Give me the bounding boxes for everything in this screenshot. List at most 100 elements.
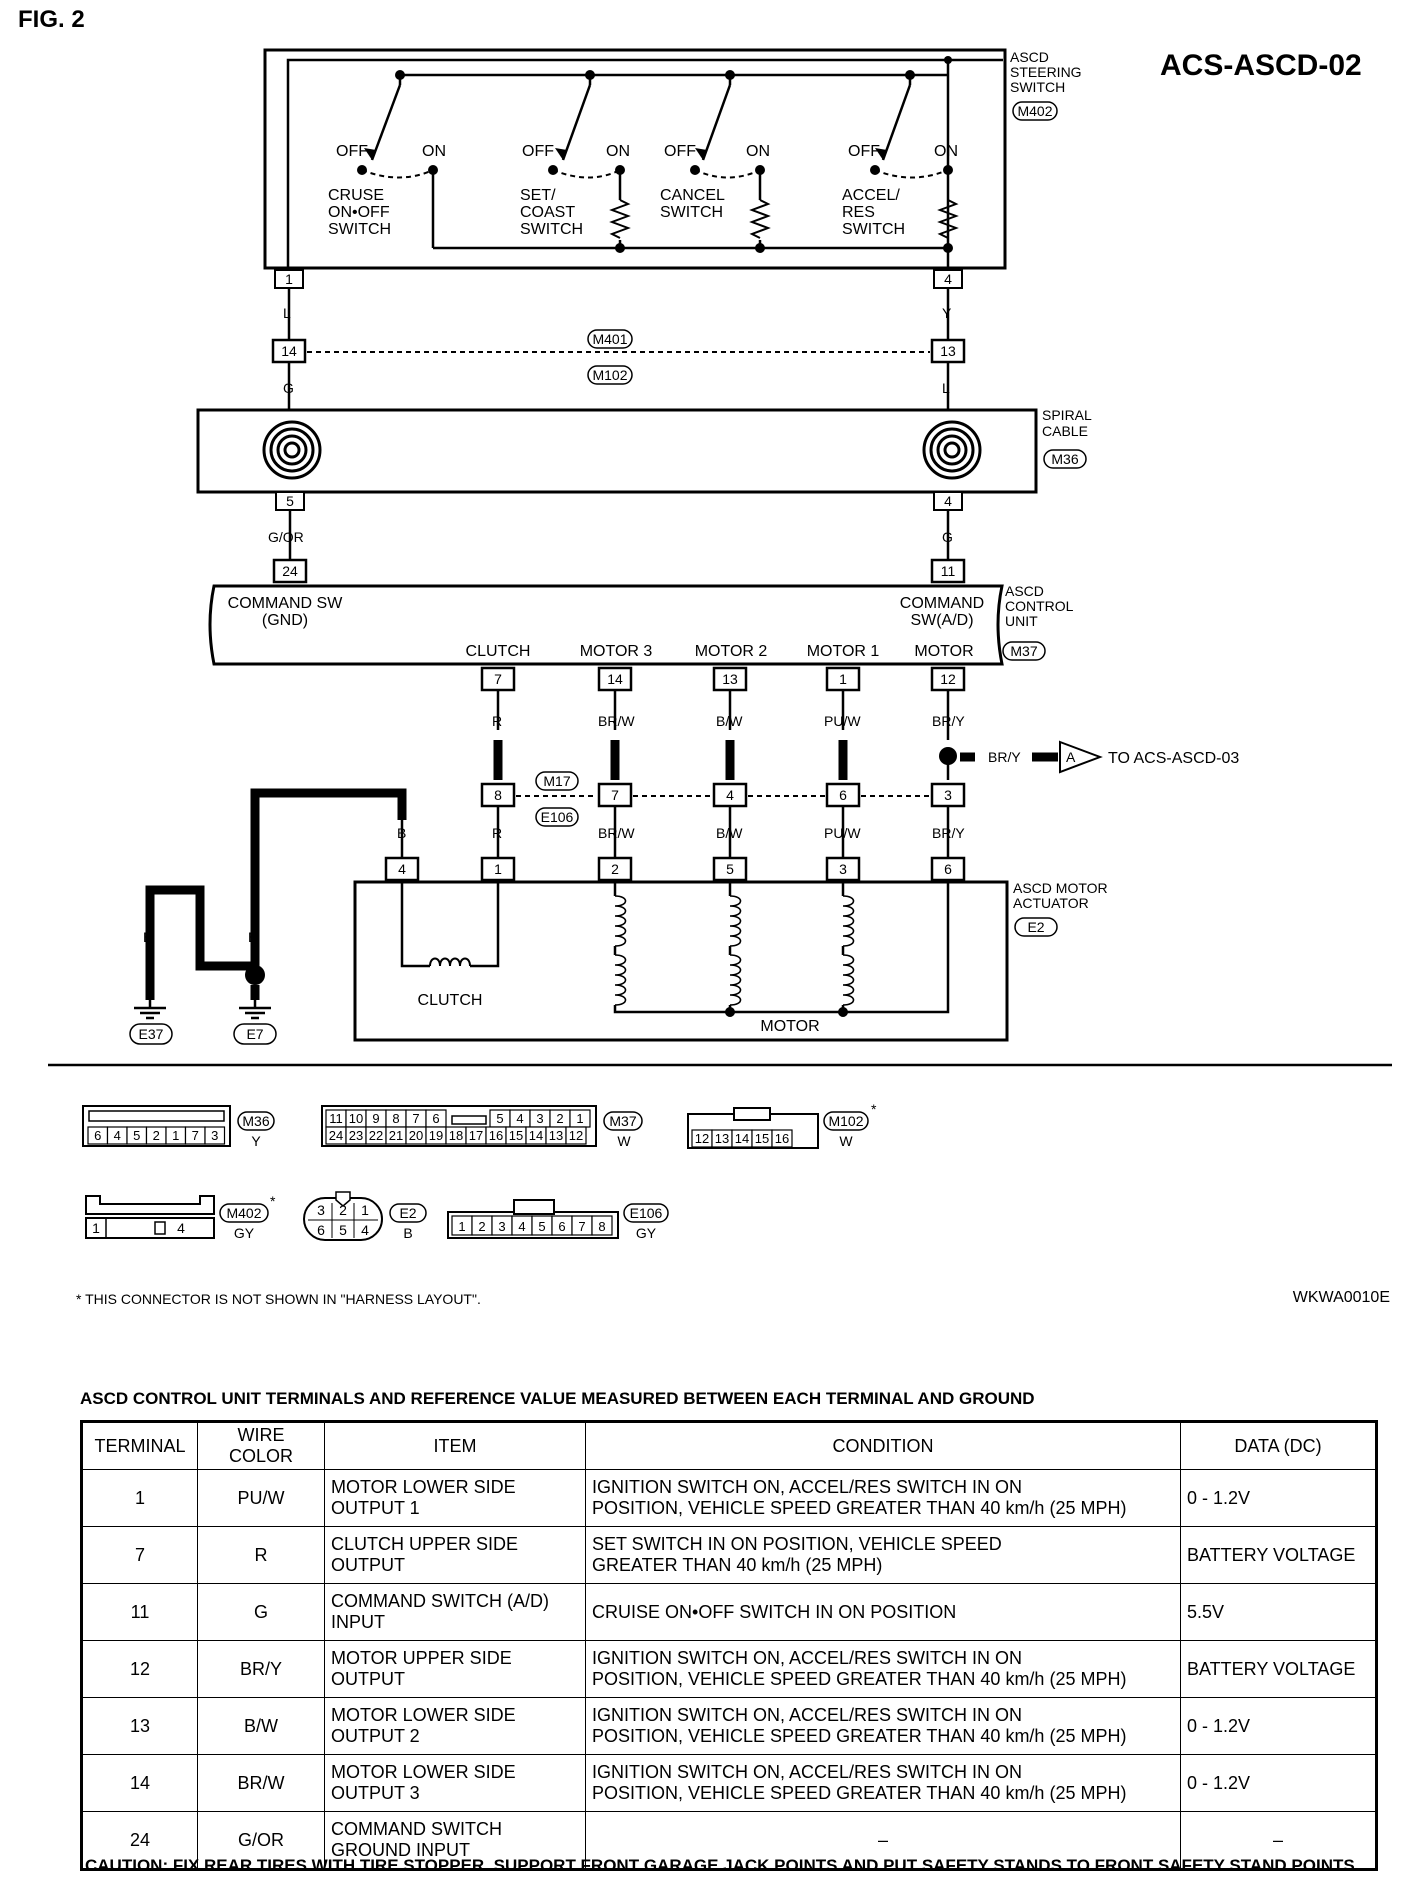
wire-g-1: G <box>283 380 294 396</box>
image-code: WKWA0010E <box>1293 1289 1390 1306</box>
cell-terminal: 13 <box>81 1697 198 1755</box>
wire-b-1: B <box>397 825 406 841</box>
m36-pin-cell <box>204 1126 226 1145</box>
wire-gor: G/OR <box>268 529 304 545</box>
cell-wire-color-line: PU/W <box>237 1487 285 1508</box>
code-m17: M17 <box>543 773 570 789</box>
m402-pin-4: 4 <box>177 1220 185 1236</box>
diagram-code: ACS-ASCD-02 <box>1160 49 1362 82</box>
cell-item-line: MOTOR LOWER SIDE <box>331 1762 516 1782</box>
cell-terminal-line: 13 <box>129 1715 151 1736</box>
m102-pin-13: 13 <box>715 1131 729 1146</box>
switch2-name-1: SET/ <box>520 187 556 204</box>
m36-pin-5: 5 <box>133 1128 140 1143</box>
th-data: DATA (DC) <box>1180 1421 1377 1470</box>
m37-bottom-pin-16: 16 <box>489 1128 503 1143</box>
m37-top-pin-9: 9 <box>372 1111 379 1126</box>
wire-l-2: L <box>942 380 950 396</box>
cell-wire-color: B/W <box>197 1697 325 1755</box>
cell-wire-color-line: BR/W <box>237 1772 285 1793</box>
steering-switch-name-1: ASCD <box>1010 49 1049 65</box>
wire-b-3: B <box>195 929 204 945</box>
cell-wire-color-line: G/OR <box>237 1829 284 1850</box>
cu-connector: M37 <box>1010 643 1037 659</box>
cell-wire-color: G/OR <box>197 1811 325 1870</box>
cell-data: BATTERY VOLTAGE <box>1180 1526 1377 1584</box>
cell-condition-line: IGNITION SWITCH ON, ACCEL/RES SWITCH IN … <box>592 1477 1023 1497</box>
connector-m402: 1 4 M402 * GY <box>85 1193 276 1241</box>
m37-bottom-pin-24: 24 <box>329 1128 343 1143</box>
wire-g-2: G <box>942 529 953 545</box>
cell-wire-color: G <box>197 1583 325 1641</box>
m37-top-pin-1: 1 <box>576 1111 583 1126</box>
cu-name-1: ASCD <box>1005 583 1044 599</box>
cu-right-label-2: SW(A/D) <box>910 612 973 629</box>
wire-brw-2: BR/W <box>598 825 635 841</box>
cell-data-line: BATTERY VOLTAGE <box>1187 1658 1356 1679</box>
wire-brw-1: BR/W <box>598 713 635 729</box>
actuator-name-1: ASCD MOTOR <box>1013 880 1108 896</box>
cell-item-line: OUTPUT 1 <box>331 1498 420 1518</box>
cell-condition-line: GREATER THAN 40 km/h (25 MPH) <box>592 1555 883 1575</box>
table-header-row: TERMINAL WIRE COLOR ITEM CONDITION DATA … <box>81 1421 1377 1470</box>
pin-e2-3: 3 <box>839 861 847 877</box>
m37-bottom-pin-17: 17 <box>469 1128 483 1143</box>
switch2-on: ON <box>606 143 630 160</box>
pin-m401-13: 13 <box>940 343 956 359</box>
wire-l-1: L <box>283 305 291 321</box>
cell-item-line: INPUT <box>331 1612 385 1632</box>
e106-pin-2: 2 <box>478 1219 485 1234</box>
m37-top-pin-2: 2 <box>556 1111 563 1126</box>
cell-wire-color-line: G <box>253 1601 268 1622</box>
pin-cu-14: 14 <box>607 671 623 687</box>
switch4-off: OFF <box>848 143 880 160</box>
m37-code: M37 <box>609 1113 636 1129</box>
m37-bottom-pin-15: 15 <box>509 1128 523 1143</box>
cell-condition: IGNITION SWITCH ON, ACCEL/RES SWITCH IN … <box>585 1640 1181 1698</box>
pin-m401-14: 14 <box>281 343 297 359</box>
cu-output-pins: 7 14 13 1 12 <box>480 666 966 692</box>
m37-top-pin-10: 10 <box>349 1111 363 1126</box>
terminal-reference-table: TERMINAL WIRE COLOR ITEM CONDITION DATA … <box>80 1420 1378 1871</box>
steering-switch-name-3: SWITCH <box>1010 79 1065 95</box>
wire-bry-1: BR/Y <box>932 713 965 729</box>
m36-pin-3: 3 <box>211 1128 218 1143</box>
m36-color: Y <box>251 1133 261 1149</box>
switch2-name-2: COAST <box>520 204 575 221</box>
actuator-name-2: ACTUATOR <box>1013 895 1089 911</box>
e2-top-2: 2 <box>339 1202 347 1218</box>
cell-terminal: 7 <box>81 1526 198 1584</box>
grounds: B B B E37 E7 <box>129 885 277 1045</box>
spiral-right <box>922 420 982 480</box>
cell-condition-line: IGNITION SWITCH ON, ACCEL/RES SWITCH IN … <box>592 1762 1023 1782</box>
wire-r-1: R <box>492 713 502 729</box>
switch1-name-1: CRUSE <box>328 187 384 204</box>
e106-pin-7: 7 <box>578 1219 585 1234</box>
cell-condition-line: POSITION, VEHICLE SPEED GREATER THAN 40 … <box>592 1669 1127 1689</box>
code-e106: E106 <box>541 809 574 825</box>
switch4-name-2: RES <box>842 204 875 221</box>
branch-wire: BR/Y <box>988 749 1021 765</box>
pin-cu-12: 12 <box>940 671 956 687</box>
cu-left-label-2: (GND) <box>262 612 308 629</box>
cell-condition: IGNITION SWITCH ON, ACCEL/RES SWITCH IN … <box>585 1754 1181 1812</box>
cell-terminal-line: 11 <box>130 1601 150 1622</box>
spiral-cable-name-1: SPIRAL <box>1042 407 1092 423</box>
cell-terminal: 14 <box>81 1754 198 1812</box>
branch-target: TO ACS-ASCD-03 <box>1108 750 1239 767</box>
cell-item-line: GROUND INPUT <box>331 1840 470 1860</box>
cell-data: BATTERY VOLTAGE <box>1180 1640 1377 1698</box>
m37-top-pin-5: 5 <box>496 1111 503 1126</box>
ground-e7: E7 <box>246 1026 263 1042</box>
wire-puw-1: PU/W <box>824 713 861 729</box>
cell-item-line: COMMAND SWITCH (A/D) <box>331 1591 549 1611</box>
m37-top-pin-7: 7 <box>412 1111 419 1126</box>
switch1-name-2: ON•OFF <box>328 204 390 221</box>
caution-note: CAUTION: FIX REAR TIRES WITH TIRE STOPPE… <box>85 1856 1360 1875</box>
cell-data-line: 0 - 1.2V <box>1187 1487 1251 1508</box>
